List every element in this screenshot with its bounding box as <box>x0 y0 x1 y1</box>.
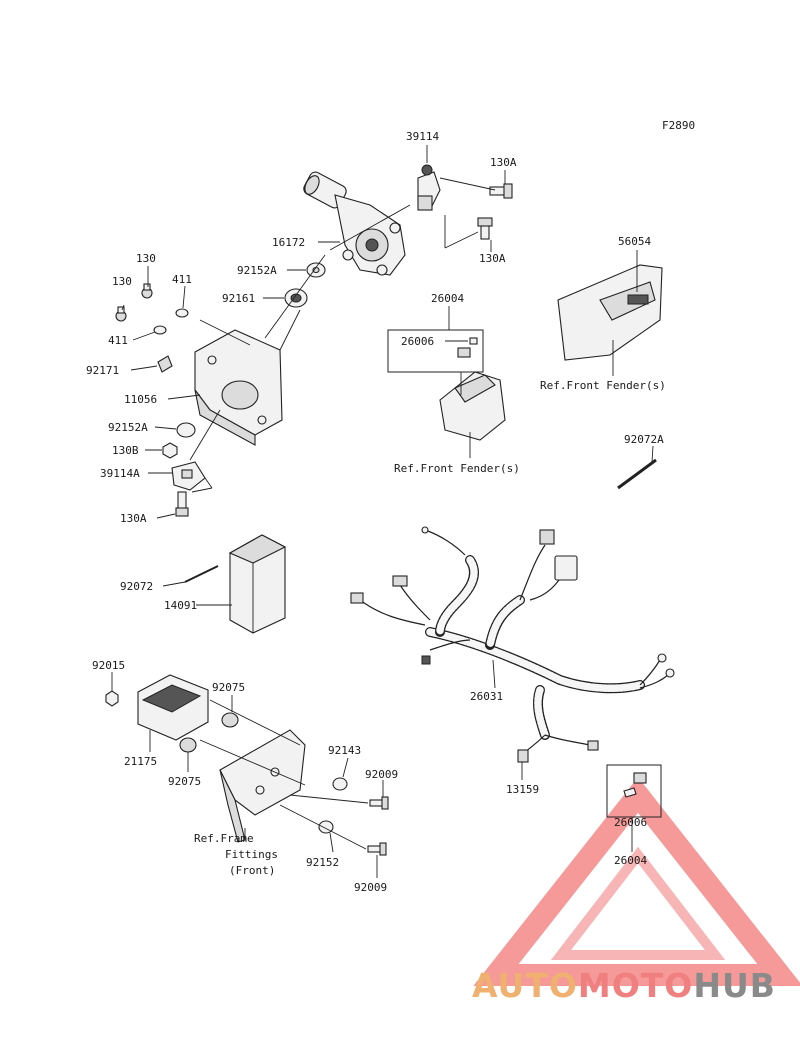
figure-code: F2890 <box>662 119 695 132</box>
label-11056: 11056 <box>124 393 157 406</box>
label-130-a: 130 <box>136 252 156 265</box>
label-26006-top: 26006 <box>401 335 434 348</box>
label-92152a-top: 92152A <box>237 264 277 277</box>
bolt-130-b <box>115 306 127 322</box>
label-92075-b: 92075 <box>168 775 201 788</box>
washer-92152a-top <box>306 262 326 278</box>
label-ref-frame-3: (Front) <box>229 864 275 877</box>
actuator-motor <box>303 171 406 276</box>
frame-bracket <box>219 729 306 843</box>
label-ref-front-fender-right: Ref.Front Fender(s) <box>540 379 666 392</box>
label-92015: 92015 <box>92 659 125 672</box>
front-fender-mid <box>439 371 506 458</box>
label-92009-b: 92009 <box>354 881 387 894</box>
washer-411-a <box>175 308 189 318</box>
label-130a-low: 130A <box>120 512 147 525</box>
sensor-39114a <box>171 461 206 517</box>
watermark-text: AUTOMOTOHUB <box>472 966 776 1005</box>
bracket-11056 <box>194 329 283 446</box>
front-fender-right <box>557 250 663 376</box>
label-130a-top: 130A <box>490 156 517 169</box>
nut-130b <box>162 442 178 459</box>
svg-text:AUTOMOTOHUB: AUTOMOTOHUB <box>472 966 776 1005</box>
label-39114a: 39114A <box>100 467 140 480</box>
bolt-130-a <box>141 283 153 299</box>
label-56054: 56054 <box>618 235 651 248</box>
label-92072a: 92072A <box>624 433 664 446</box>
ecu-14091 <box>228 534 287 634</box>
label-92009-a: 92009 <box>365 768 398 781</box>
label-39114: 39114 <box>406 130 439 143</box>
connector-box-26004 <box>387 306 484 373</box>
watermark-logo <box>473 777 800 986</box>
label-26004-top: 26004 <box>431 292 464 305</box>
label-ref-frame-1: Ref.Frame <box>194 832 254 845</box>
label-130a-mid: 130A <box>479 252 506 265</box>
bolt-92009-b <box>367 842 387 878</box>
label-21175: 21175 <box>124 755 157 768</box>
clip-92171 <box>157 355 173 373</box>
label-92075-a: 92075 <box>212 681 245 694</box>
collar-92075-b <box>179 737 197 772</box>
label-92171: 92171 <box>86 364 119 377</box>
bushing-92161 <box>284 288 308 308</box>
connector-box-26004-bottom <box>606 764 662 852</box>
label-26031: 26031 <box>470 690 503 703</box>
label-92161: 92161 <box>222 292 255 305</box>
bolt-130a-top <box>489 183 513 199</box>
label-26004-bottom: 26004 <box>614 854 647 867</box>
cable-tie-92072a <box>617 445 657 490</box>
regulator-21175 <box>137 674 209 752</box>
label-411-a: 411 <box>172 273 192 286</box>
label-92152: 92152 <box>306 856 339 869</box>
label-13159: 13159 <box>506 783 539 796</box>
label-ref-front-fender-mid: Ref.Front Fender(s) <box>394 462 520 475</box>
washer-92152a-low <box>176 422 196 438</box>
bolt-92009-a <box>369 780 389 810</box>
label-16172: 16172 <box>272 236 305 249</box>
bolt-92015 <box>105 672 119 707</box>
label-130b: 130B <box>112 444 139 457</box>
wiring-harness-26031 <box>350 526 675 763</box>
collar-92075-a <box>221 695 239 728</box>
label-14091: 14091 <box>164 599 197 612</box>
label-ref-frame-2: Fittings <box>225 848 278 861</box>
washer-411-b <box>153 325 167 335</box>
label-130-b: 130 <box>112 275 132 288</box>
label-26006-bottom: 26006 <box>614 816 647 829</box>
leaders-steering <box>121 145 506 519</box>
watermark-hub: HUB <box>693 966 776 1005</box>
bolt-130a-mid <box>477 217 493 240</box>
label-411-b: 411 <box>108 334 128 347</box>
leaders-regulator <box>199 699 369 850</box>
label-92152a-low: 92152A <box>108 421 148 434</box>
washer-92143 <box>332 757 349 791</box>
watermark-auto: AUTO <box>472 966 578 1005</box>
watermark-moto: MOTO <box>578 966 693 1005</box>
sensor-39114 <box>417 164 441 211</box>
label-92143: 92143 <box>328 744 361 757</box>
label-92072: 92072 <box>120 580 153 593</box>
cable-tie-92072 <box>184 565 219 583</box>
